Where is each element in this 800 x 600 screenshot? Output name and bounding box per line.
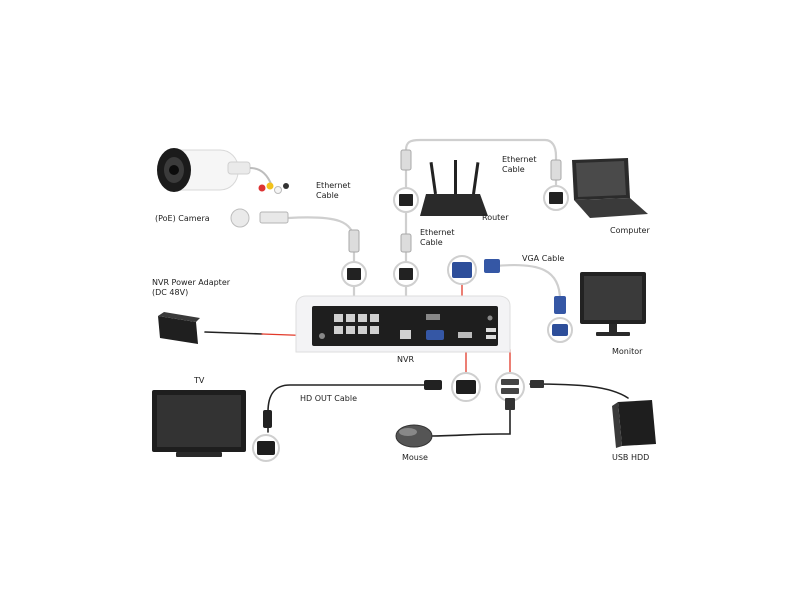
vga-plug: [484, 259, 500, 273]
camera-connector-yellow: [266, 182, 274, 190]
router-antenna-2: [454, 160, 457, 194]
usb-hdd-cable: [529, 383, 629, 399]
monitor-screen: [584, 276, 642, 320]
port-callouts: [252, 185, 573, 462]
label-ethernet-cable-3: Ethernet Cable: [420, 228, 455, 247]
callout-usb-port-1: [501, 379, 519, 385]
mouse: [395, 424, 433, 448]
nvr-unit: [295, 295, 511, 353]
camera-lens-glass: [169, 165, 179, 175]
laptop-base: [574, 198, 648, 218]
nvr-switch: [426, 314, 440, 320]
router-computer-ethernet-cable: [404, 138, 558, 190]
hdmi-plug-nvr: [424, 380, 442, 390]
nvr-vga-port: [426, 330, 444, 340]
camera-ethernet-cable: [286, 216, 356, 264]
label-computer: Computer: [610, 226, 650, 235]
poe-port: [358, 314, 367, 322]
label-hd-out-cable: HD OUT Cable: [300, 394, 358, 403]
label-ethernet-cable-2: Ethernet Cable: [502, 155, 537, 174]
adapter-cable: [204, 331, 263, 335]
poe-port: [346, 326, 355, 334]
mouse-body: [395, 424, 433, 448]
tv-screen: [157, 395, 241, 447]
poe-port: [334, 314, 343, 322]
monitor-vga-plug: [554, 296, 566, 314]
nvr-hdmi-port: [458, 332, 472, 338]
tv: [152, 390, 246, 457]
label-poe-camera: (PoE) Camera: [155, 214, 210, 223]
callout-monitor-vga-port: [552, 324, 568, 336]
label-monitor: Monitor: [612, 347, 643, 356]
camera-connector-white: [274, 186, 282, 194]
callout-usb-port-2: [501, 388, 519, 394]
hd-out-cable: [267, 384, 429, 413]
poe-port: [346, 314, 355, 322]
camera-connector-black: [283, 183, 289, 189]
ethernet-plug-icons: [348, 149, 562, 253]
label-vga-cable: VGA Cable: [522, 254, 565, 263]
hdmi-plug-tv: [263, 410, 272, 428]
mouse-highlight: [399, 428, 417, 436]
power-adapter: [158, 312, 200, 344]
nvr-power-port: [319, 333, 325, 339]
camera-cable-plug: [348, 229, 360, 253]
router-antenna-1: [429, 162, 437, 195]
camera-mount: [227, 161, 251, 175]
label-mouse: Mouse: [402, 453, 428, 462]
label-nvr: NVR: [397, 355, 415, 364]
camera-connector-red: [258, 184, 266, 192]
nvr-reset: [487, 315, 493, 321]
poe-port: [334, 326, 343, 334]
usb-hdd: [612, 400, 656, 448]
label-usb-hdd: USB HDD: [612, 453, 650, 462]
callout-usb: [495, 372, 525, 402]
mouse-cable: [431, 407, 511, 437]
adapter-top: [158, 312, 200, 322]
router: [420, 160, 488, 216]
router-body: [420, 194, 488, 216]
camera-rj45-plug: [259, 211, 289, 224]
callout-tv-hdmi-port: [257, 441, 275, 455]
camera-rj45-socket: [230, 208, 250, 228]
label-ethernet-cable-1: Ethernet Cable: [316, 181, 351, 200]
laptop-screen: [576, 161, 626, 197]
monitor: [580, 272, 646, 336]
nvr-lan-port: [400, 330, 411, 339]
label-nvr-power-adapter: NVR Power Adapter (DC 48V): [152, 278, 231, 297]
nvr-usb-port-1: [486, 328, 496, 332]
computer-cable-plug: [550, 159, 562, 181]
callout-router-1-port: [399, 194, 413, 206]
tv-stand: [176, 452, 222, 457]
router-antenna-3: [472, 162, 480, 195]
router-top-plug: [400, 149, 412, 171]
hdd-side: [612, 402, 622, 448]
callout-eth-1-port: [347, 268, 361, 280]
label-tv: TV: [194, 376, 205, 385]
callout-eth-2-port: [399, 268, 413, 280]
poe-camera: [157, 148, 289, 194]
computer: [572, 158, 648, 218]
vga-cable: [494, 264, 562, 302]
poe-port: [358, 326, 367, 334]
callout-vga-port: [452, 262, 472, 278]
callout-hdmi-port: [456, 380, 476, 394]
router-cable-plug: [400, 233, 412, 253]
hdd-body: [618, 400, 656, 446]
callout-computer-port: [549, 192, 563, 204]
nvr-poe-ports: [334, 314, 379, 334]
usb-plug-hdd: [530, 380, 544, 388]
monitor-stand: [596, 332, 630, 336]
nvr-usb-port-2: [486, 335, 496, 339]
label-router: Router: [482, 213, 509, 222]
adapter-body: [158, 316, 198, 344]
red-line-usb: [495, 349, 511, 373]
poe-port: [370, 326, 379, 334]
monitor-neck: [609, 324, 617, 332]
poe-port: [370, 314, 379, 322]
usb-plug-mouse: [505, 398, 515, 410]
